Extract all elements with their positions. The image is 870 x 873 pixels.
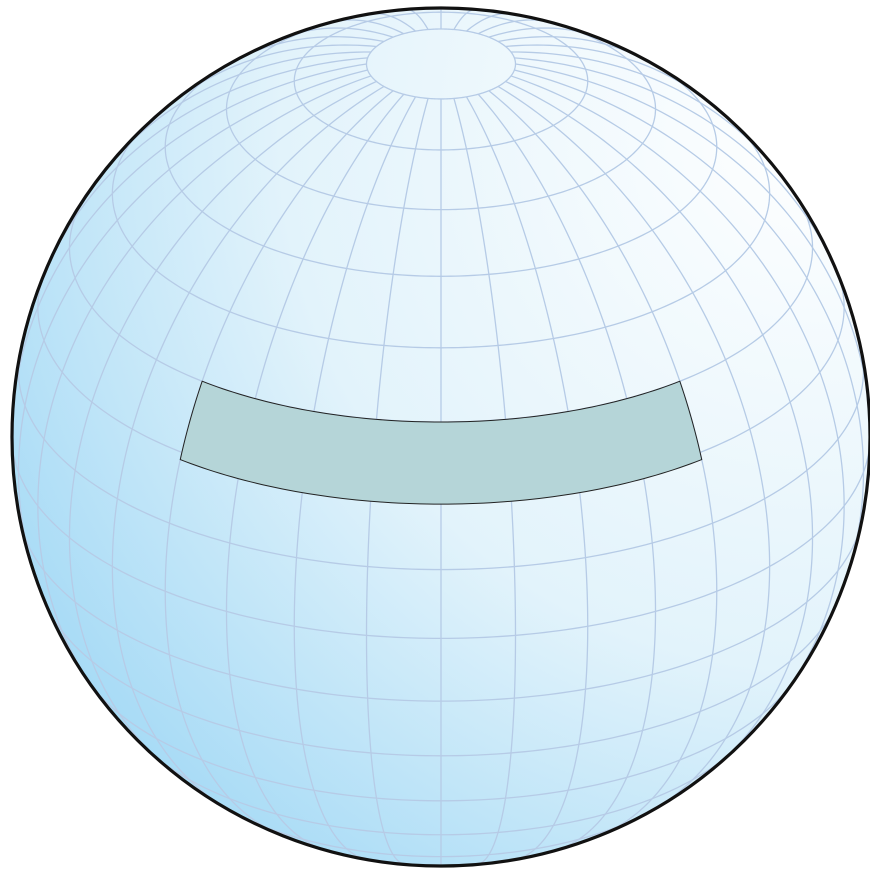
globe-diagram <box>0 0 870 873</box>
